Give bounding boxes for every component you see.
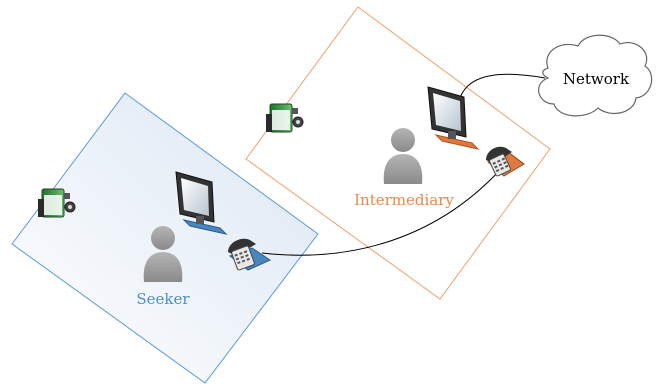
intermediary-label: Intermediary (354, 191, 454, 209)
intermediary-telephone-icon (486, 146, 525, 177)
phone-connection-line (261, 169, 501, 256)
network-label: Network (563, 70, 630, 88)
seeker-telephone-icon (228, 238, 272, 271)
intermediary-computer-monitor-icon (427, 86, 480, 150)
seeker-label: Seeker (136, 290, 190, 308)
video-camera-icon (266, 103, 304, 133)
video-camera-icon (38, 188, 76, 218)
network-cloud-icon: Network (538, 34, 653, 117)
network-connection-line (459, 73, 546, 99)
seeker-computer-monitor-icon (175, 171, 228, 235)
intermediary-person-icon (383, 128, 423, 184)
seeker-person-icon (143, 226, 183, 282)
